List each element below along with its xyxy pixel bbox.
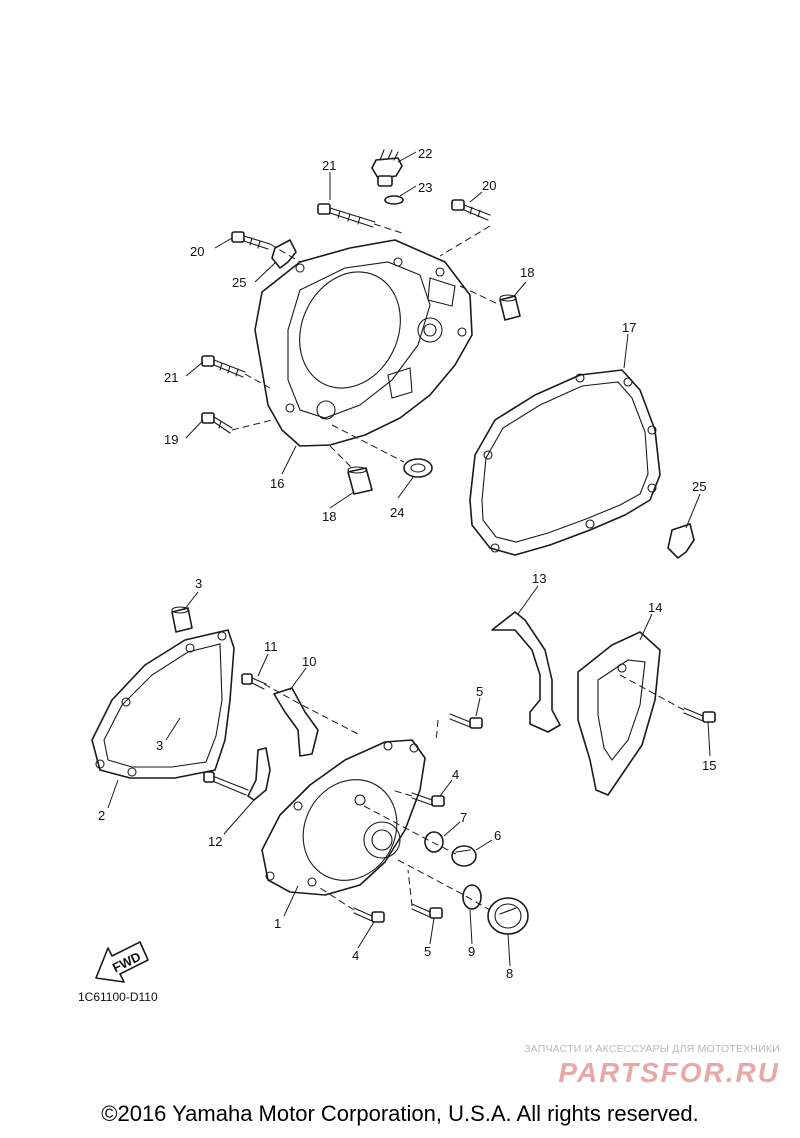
forward-direction-arrow: FWD [95,941,149,983]
watermark-brand: PARTSFOR.RU [558,1057,780,1088]
bolt-21-left [201,355,246,378]
gasket-17 [469,369,661,556]
o-ring-23 [384,195,404,205]
callout-label: 11 [264,639,278,654]
callout-label: 3 [156,738,163,753]
callout-label: 16 [270,476,284,491]
callout-label: 25 [232,275,246,290]
callout-label: 24 [390,505,404,520]
copyright-footer: ©2016 Yamaha Motor Corporation, U.S.A. A… [101,1101,699,1126]
bolt-20-left [231,231,271,250]
crankcase-cover-1 [261,739,426,896]
callout-label: 3 [195,576,202,591]
bolt-4-lower [353,907,385,923]
callout-label: 17 [622,320,636,335]
callout-label: 15 [702,758,716,773]
oil-seal-24 [403,458,433,478]
watermark-tagline: ЗАПЧАСТИ И АКСЕССУАРЫ ДЛЯ МОТОТЕХНИКИ [524,1043,780,1055]
o-ring-7 [424,831,444,853]
bracket-13 [491,611,561,733]
plug-6 [451,845,477,867]
diagram-code: 1C61100-D110 [78,990,158,1004]
plug-8 [487,897,529,935]
bolt-20-top-right [451,199,491,221]
callout-label: 5 [424,944,431,959]
filler-cap-22 [371,149,403,187]
callout-numbers: 21 22 23 20 20 25 18 17 21 19 16 18 24 2… [98,146,716,981]
callout-label: 7 [460,810,467,825]
callout-label: 18 [322,509,336,524]
callout-label: 25 [692,479,706,494]
callout-label: 5 [476,684,483,699]
dowel-3-upper [171,606,193,633]
callout-label: 18 [520,265,534,280]
callout-label: 21 [322,158,336,173]
callout-label: 8 [506,966,513,981]
callout-label: 21 [164,370,178,385]
callout-label: 19 [164,432,178,447]
sprocket-cover-14 [577,631,661,796]
gasket-2 [91,629,235,779]
plate-12 [203,747,271,801]
clip-25-upper [271,239,297,269]
callout-label: 23 [418,180,432,195]
bolt-19 [201,412,233,434]
callout-label: 4 [352,948,359,963]
exploded-parts-diagram: FWD [91,146,716,983]
callout-label: 6 [494,828,501,843]
callout-label: 20 [482,178,496,193]
callout-label: 20 [190,244,204,259]
bolt-15 [683,707,716,723]
crankcase-cover-part [254,239,473,447]
leader-lines [107,151,711,967]
clip-25-right [667,523,695,559]
bolt-11 [241,673,267,690]
dowel-pin-18-right [499,294,521,321]
dowel-pin-18-lower [347,466,373,495]
bolt-4-upper [411,792,445,807]
callout-label: 4 [452,767,459,782]
assembly-lines [231,223,685,911]
bolt-5-upper [449,713,483,729]
bolt-21-top [317,203,376,228]
callout-label: 1 [274,916,281,931]
callout-label: 22 [418,146,432,161]
o-ring-9 [462,884,482,910]
watermark: ЗАПЧАСТИ И АКСЕССУАРЫ ДЛЯ МОТОТЕХНИКИ PA… [490,1043,780,1089]
callout-label: 9 [468,944,475,959]
bolt-5-lower [411,903,443,919]
callout-label: 13 [532,571,546,586]
callout-label: 10 [302,654,316,669]
guide-10 [273,687,319,757]
callout-label: 14 [648,600,662,615]
callout-label: 2 [98,808,105,823]
callout-label: 12 [208,834,222,849]
